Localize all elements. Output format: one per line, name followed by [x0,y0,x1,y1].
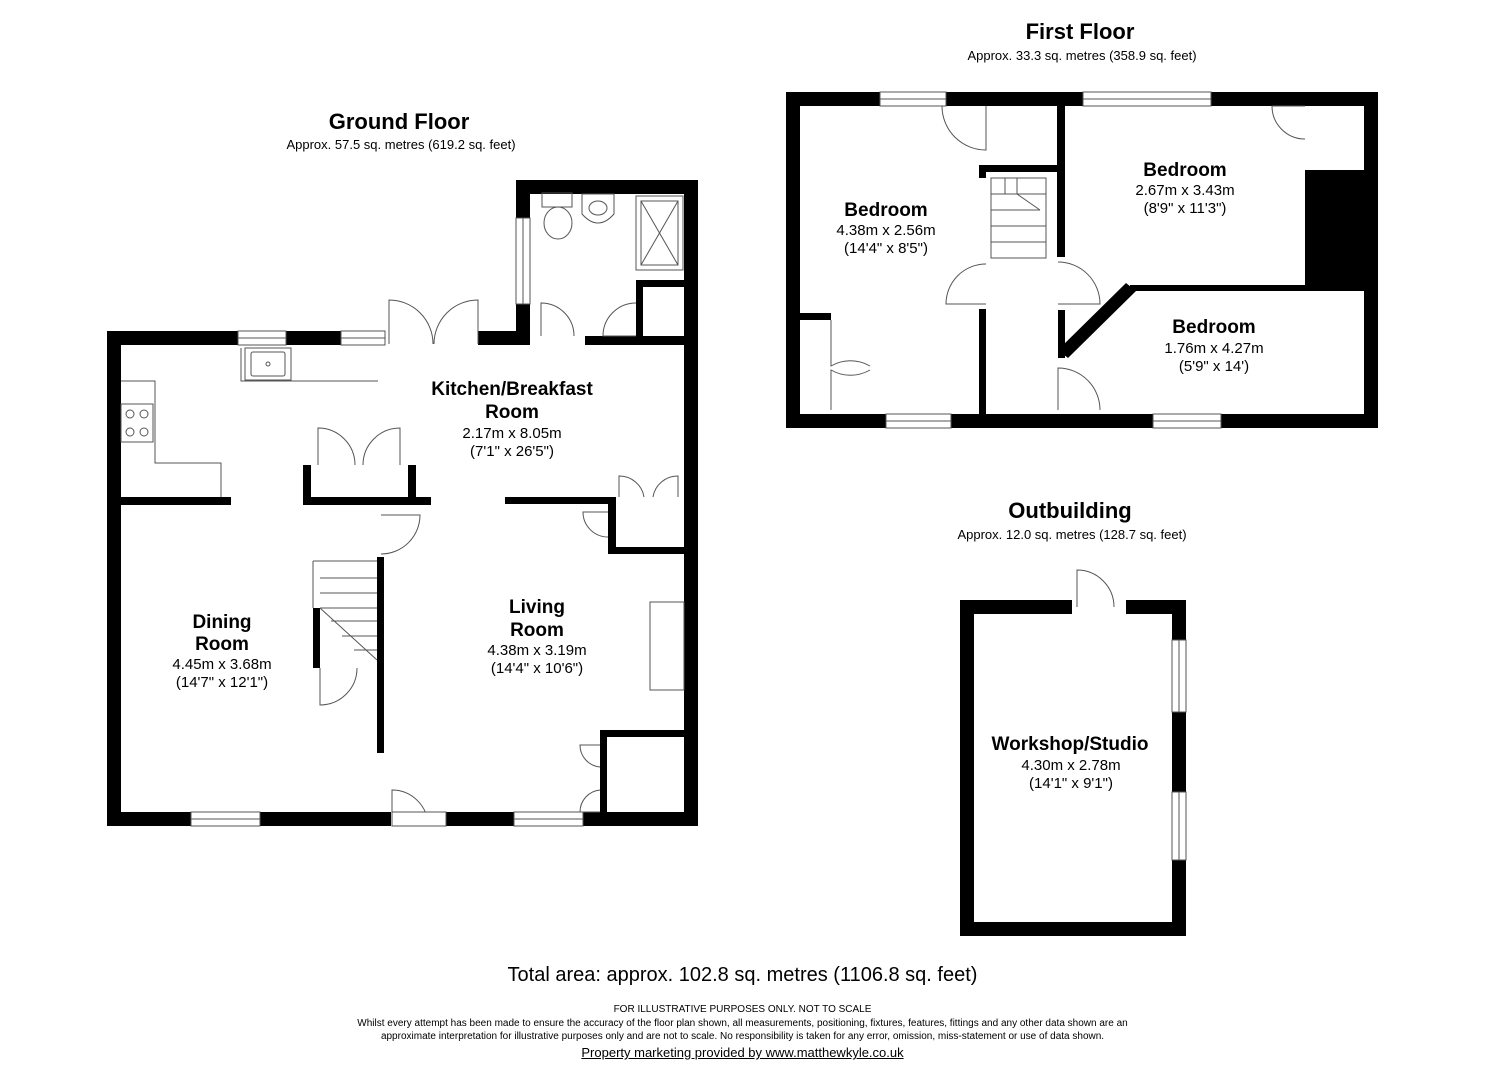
room-dimensions-imperial: (14'1" x 9'1") [1029,775,1113,792]
marketing-credit-link[interactable]: Property marketing provided by www.matth… [581,1045,904,1060]
room-name: Room [195,634,249,655]
room-name: Bedroom [1172,317,1255,338]
total-area: Total area: approx. 102.8 sq. metres (11… [507,964,978,986]
ground-floor-title: Ground Floor [329,109,470,134]
room-dimensions-imperial: (14'4" x 8'5") [844,240,928,257]
disclaimer-text: Whilst every attempt has been made to en… [357,1018,1128,1029]
room-dimensions-imperial: (7'1" x 26'5") [470,443,554,460]
room-dimensions-metric: 2.67m x 3.43m [1135,182,1234,199]
room-name: Room [510,620,564,641]
first-floor-plan [786,91,1378,429]
room-name: Living [509,597,565,618]
room-name: Kitchen/Breakfast [431,379,593,400]
room-name: Room [485,402,539,423]
room-dimensions-metric: 1.76m x 4.27m [1164,340,1263,357]
first-floor-walls [786,92,1378,428]
first-windows [879,91,1222,429]
room-dimensions-metric: 4.30m x 2.78m [1021,757,1120,774]
room-name: Workshop/Studio [992,734,1149,755]
outbuilding-area: Approx. 12.0 sq. metres (128.7 sq. feet) [957,527,1186,542]
outbuilding-windows [1171,639,1187,861]
outbuilding-plan [960,569,1187,936]
room-dimensions-imperial: (14'7" x 12'1") [176,674,268,691]
room-name: Dining [192,612,251,633]
ground-floor-plan [107,180,698,827]
room-dimensions-metric: 4.38m x 2.56m [836,222,935,239]
room-dimensions-metric: 2.17m x 8.05m [462,425,561,442]
room-dimensions-imperial: (5'9" x 14') [1179,358,1249,375]
room-name: Bedroom [844,200,927,221]
room-dimensions-imperial: (14'4" x 10'6") [491,660,583,677]
disclaimer-text: approximate interpretation for illustrat… [380,1031,1105,1042]
ground-windows [190,217,584,827]
ground-floor-walls [107,180,698,826]
room-dimensions-metric: 4.38m x 3.19m [487,642,586,659]
ground-floor-area: Approx. 57.5 sq. metres (619.2 sq. feet) [286,137,515,152]
room-name: Bedroom [1143,160,1226,181]
first-floor-area: Approx. 33.3 sq. metres (358.9 sq. feet) [967,48,1196,63]
plan-labels: Ground Floor Approx. 57.5 sq. metres (61… [172,19,1263,792]
first-floor-title: First Floor [1026,19,1135,44]
room-dimensions-metric: 4.45m x 3.68m [172,656,271,673]
room-dimensions-imperial: (8'9" x 11'3") [1144,200,1227,217]
disclaimer-heading: FOR ILLUSTRATIVE PURPOSES ONLY. NOT TO S… [613,1004,872,1015]
outbuilding-title: Outbuilding [1008,498,1131,523]
